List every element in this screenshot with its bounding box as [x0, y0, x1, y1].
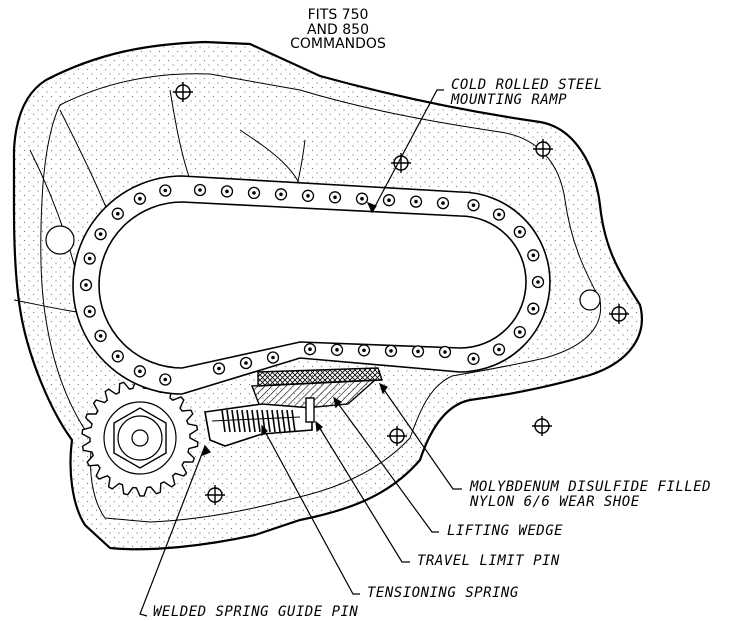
chain-roller-pin — [389, 349, 393, 353]
chain-roller-pin — [335, 348, 339, 352]
spring-coil — [281, 409, 286, 433]
callout-travel-limit-pin: TRAVEL LIMIT PIN — [417, 553, 560, 569]
chain-roller-pin — [244, 361, 248, 365]
spring-coil — [241, 409, 246, 433]
spring-coil — [221, 409, 226, 433]
callout-lifting-wedge: LIFTING WEDGE — [447, 523, 564, 539]
chain-roller-pin — [414, 199, 418, 204]
spring-coil — [271, 409, 276, 433]
chain-roller-pin — [138, 196, 142, 201]
chain-roller-pin — [217, 366, 221, 371]
spring-coil — [291, 409, 296, 433]
chain-roller-pin — [531, 253, 536, 258]
callout-mounting-ramp-line-1: COLD ROLLED STEEL — [451, 77, 603, 93]
fits-line-3: COMMANDOS — [290, 36, 386, 53]
chain-roller-pin — [98, 232, 103, 236]
fits-line-1: FITS 750 — [307, 7, 369, 23]
timing-chain — [72, 175, 551, 395]
chain-roller-pin — [252, 191, 256, 195]
lifting-wedge — [250, 379, 377, 413]
chain-roller-pin — [198, 188, 202, 192]
spring-coil — [246, 409, 251, 433]
pump-hub-ring-2 — [131, 429, 149, 447]
leader-lines — [139, 89, 462, 617]
chain-roller-pin — [116, 354, 120, 359]
chain-roller-pin — [536, 280, 540, 284]
chain-roller-pin — [163, 188, 168, 193]
chain-roller-pin — [497, 212, 501, 217]
chain-roller-pin — [416, 349, 420, 354]
chain-roller-pin — [443, 350, 447, 354]
spring-coil — [266, 409, 271, 433]
chain-roller-pin — [362, 348, 366, 353]
chain-roller-pin — [471, 357, 476, 361]
spring-coil — [276, 409, 281, 433]
chain-inner-plate — [98, 201, 527, 369]
chain-roller-pin — [333, 195, 337, 200]
chain-roller-pin — [98, 334, 103, 338]
callout-wear-shoe: MOLYBDENUM DISULFIDE FILLED NYLON 6/6 WE… — [470, 480, 711, 509]
chain-roller-pin — [84, 283, 88, 287]
chain-roller-pin — [308, 347, 312, 352]
pump-hub-ring-0 — [103, 401, 177, 475]
chain-roller-pin — [531, 306, 536, 311]
spring-coil — [251, 409, 256, 433]
chain-roller-pin — [87, 256, 92, 261]
fits-models-note: FITS 750 AND 850 COMMANDOS — [283, 8, 393, 52]
chain-roller-pin — [279, 192, 283, 197]
spring-coil — [226, 409, 231, 433]
chain-roller-pin — [387, 198, 391, 202]
callout-wear-shoe-line-1: MOLYBDENUM DISULFIDE FILLED — [470, 479, 712, 495]
fits-line-2: AND 850 — [306, 21, 369, 38]
chain-roller-pin — [116, 211, 120, 216]
chain-roller-pin — [306, 194, 310, 198]
mounting-bolt-holes — [173, 82, 629, 505]
callout-mounting-ramp: COLD ROLLED STEEL MOUNTING RAMP — [451, 78, 603, 107]
spring-coil — [236, 409, 241, 433]
pump-nut — [113, 407, 167, 469]
chain-roller-pin — [271, 355, 275, 360]
spring-coil — [256, 409, 261, 433]
callout-spring-guide-pin: WELDED SPRING GUIDE PIN — [153, 604, 359, 620]
chain-roller-pin — [138, 369, 142, 374]
pump-hub-ring-1 — [117, 415, 163, 461]
spring-guide-pin — [211, 416, 301, 422]
callout-mounting-ramp-line-2: MOUNTING RAMP — [451, 91, 568, 108]
callout-tensioning-spring: TENSIONING SPRING — [367, 585, 519, 601]
chain-roller-pin — [163, 377, 168, 382]
chain-roller-pin — [441, 201, 445, 205]
chain-roller-pin — [87, 309, 92, 314]
chain-roller-pin — [471, 203, 476, 207]
travel-limit-pin — [305, 397, 315, 423]
chain-roller-pin — [497, 347, 501, 352]
callout-wear-shoe-line-2: NYLON 6/6 WEAR SHOE — [470, 493, 640, 510]
spring-coil — [286, 409, 291, 433]
chain-roller-pin — [518, 230, 522, 234]
chain-roller-pin — [225, 189, 229, 194]
chain-roller-pin — [360, 196, 364, 201]
chain-roller-pin — [518, 330, 522, 334]
spring-coil — [231, 409, 236, 433]
